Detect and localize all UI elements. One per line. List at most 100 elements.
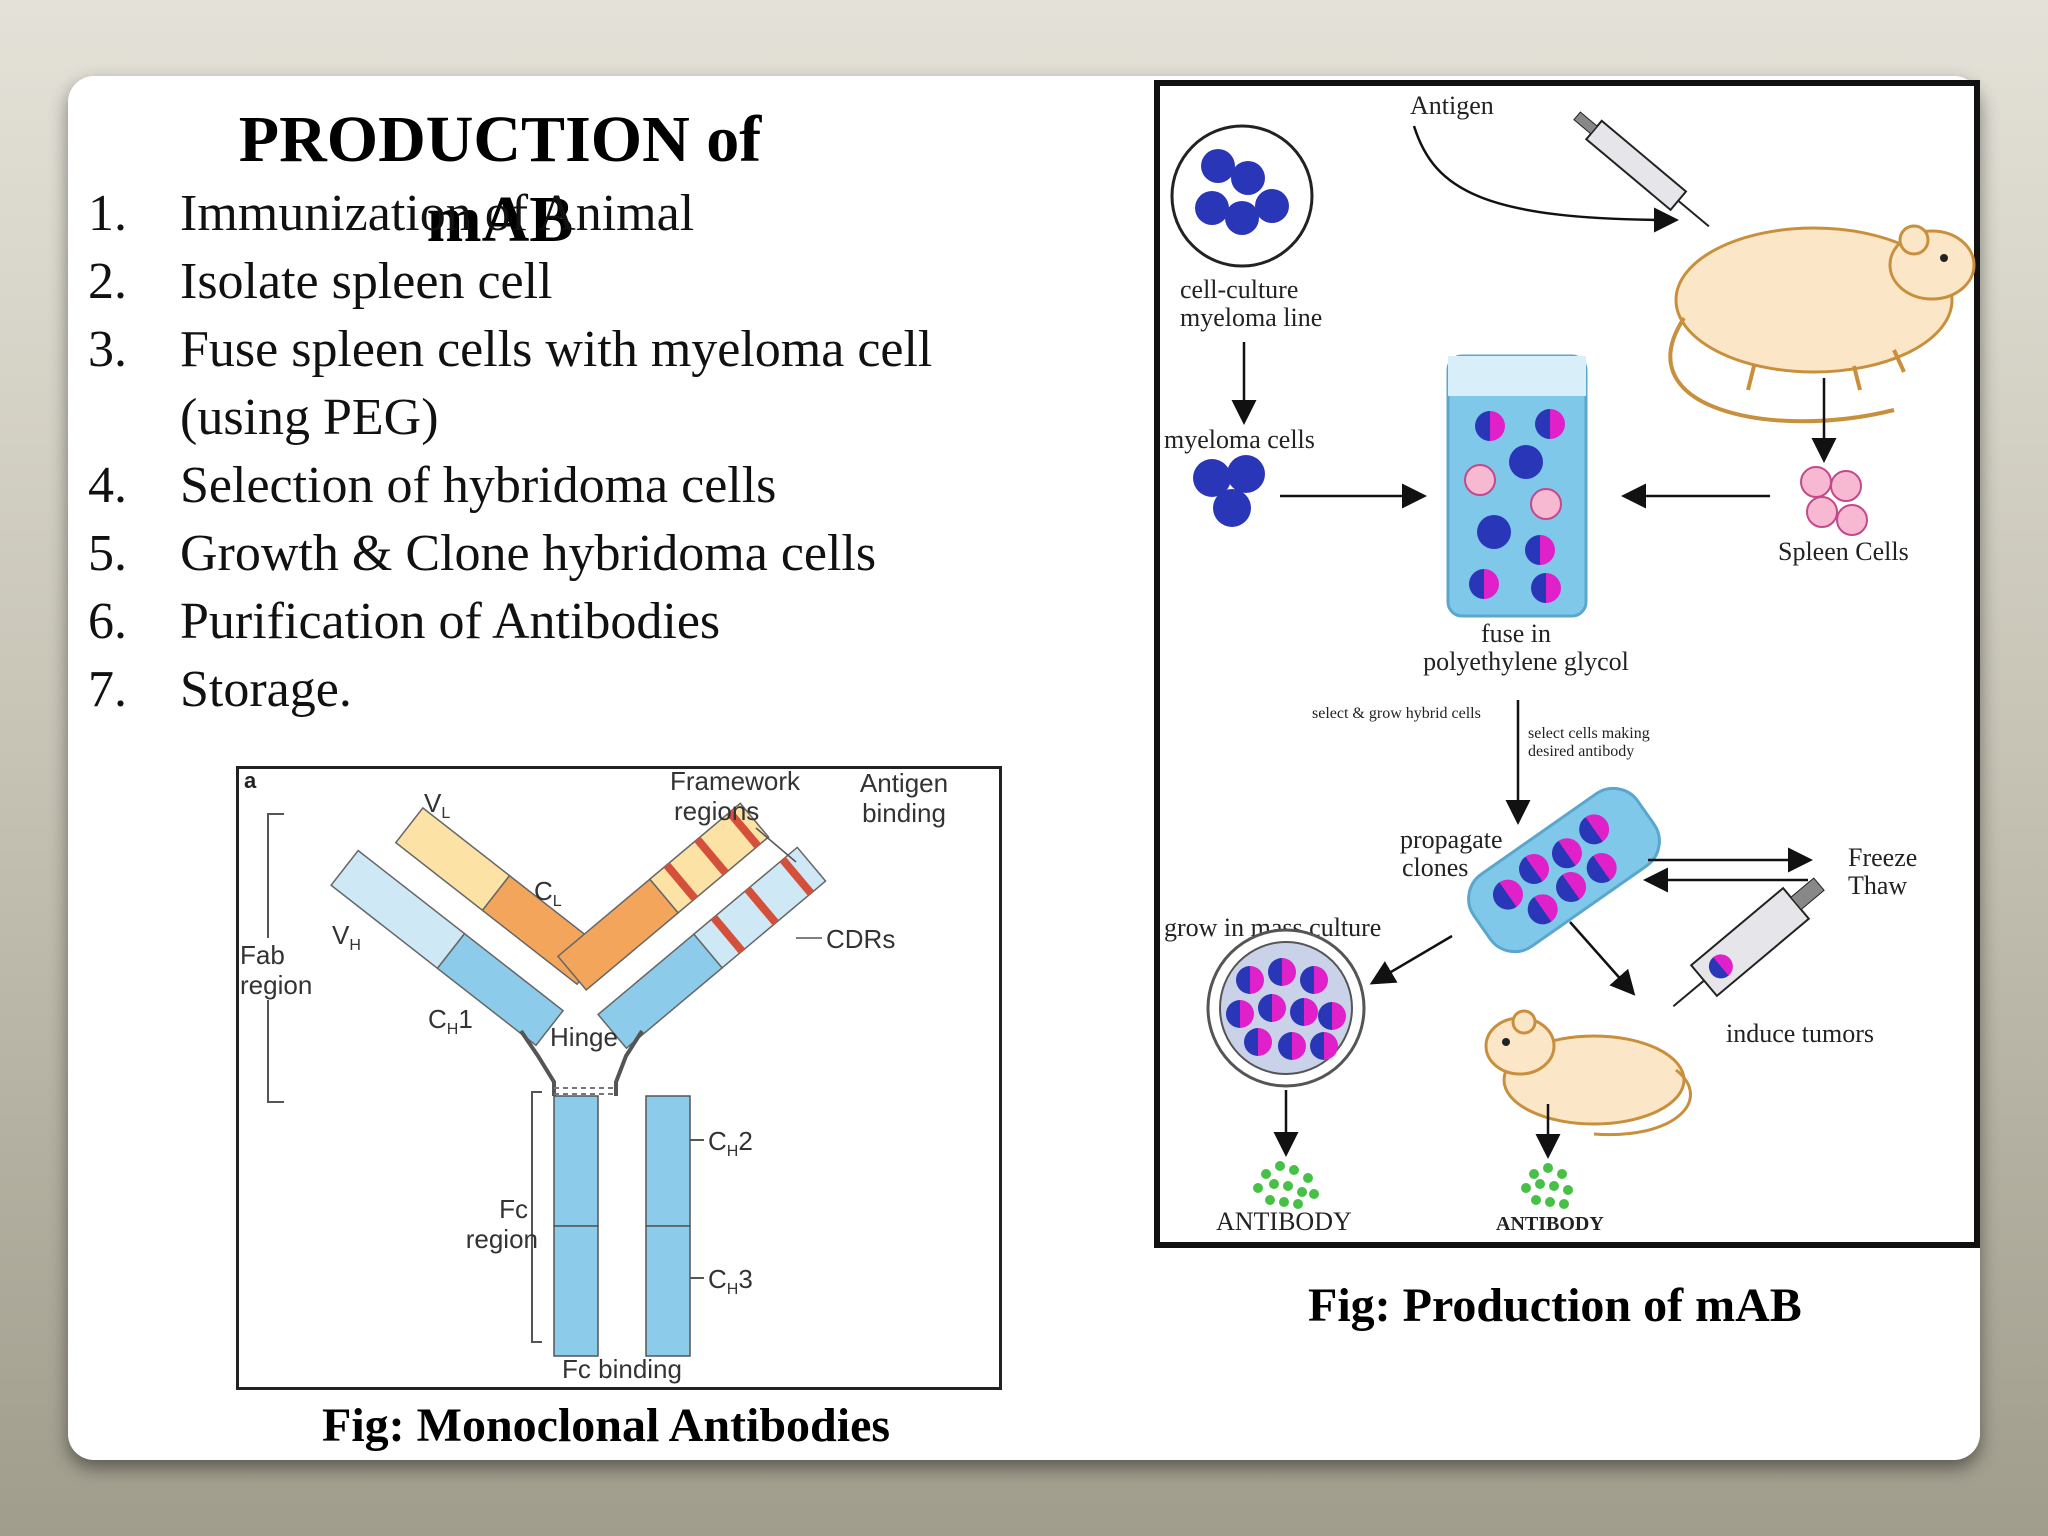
arrow-to-mass-culture	[1369, 934, 1453, 985]
hinge-label: Hinge	[550, 1022, 618, 1052]
fc-region-label-1: Fc	[499, 1194, 528, 1224]
second-syringe-icon	[1672, 877, 1825, 1008]
spleen-cells-label: Spleen Cells	[1778, 537, 1909, 566]
cdr-band	[710, 914, 746, 954]
antigen-binding-label-1: Antigen	[860, 768, 948, 798]
myeloma-culture-dish	[1170, 124, 1314, 268]
freeze-label: Freeze	[1848, 843, 1917, 872]
step-number: 3.	[88, 321, 127, 378]
left-heavy-chain	[330, 849, 565, 1047]
myeloma-cell	[1227, 455, 1265, 493]
fuse-label-1: fuse in	[1481, 619, 1551, 648]
mouse-icon	[1668, 224, 1976, 424]
fab-region-label-1: Fab	[240, 940, 285, 970]
select-desired-label-2: desired antibody	[1528, 743, 1634, 760]
production-figure-caption: Fig: Production of mAB	[1308, 1279, 1802, 1332]
steps-list: 1. Immunization of Animal 2. Isolate splee…	[88, 180, 932, 724]
page-title: PRODUCTION of mAB	[238, 103, 762, 256]
ch1-domain	[436, 932, 565, 1047]
induce-tumors-label: induce tumors	[1726, 1019, 1874, 1048]
myeloma-cell	[1225, 201, 1259, 235]
propagate-label-2: clones	[1402, 853, 1468, 882]
cdrs-label: CDRs	[826, 924, 895, 954]
step-text: Purification of Antibodies	[180, 593, 721, 650]
ch2-domain-left	[553, 1095, 599, 1227]
spleen-cell	[1830, 470, 1862, 502]
step-text: (using PEG)	[180, 389, 439, 446]
vl-label: VL	[424, 788, 450, 822]
mass-culture-dish	[1206, 928, 1366, 1088]
antibody-cluster-right	[1521, 1163, 1573, 1209]
fc-bracket	[531, 1091, 542, 1343]
myeloma-cell	[1255, 189, 1289, 223]
syringe-icon	[1573, 111, 1710, 228]
cell-culture-label-1: cell-culture	[1180, 275, 1298, 304]
right-heavy-chain	[597, 846, 827, 1050]
panel-letter: a	[244, 768, 257, 793]
step-number: 4.	[88, 457, 127, 514]
cdr-band	[726, 809, 761, 849]
second-mouse-icon	[1484, 1009, 1692, 1137]
cdr-band	[779, 857, 815, 896]
select-grow-label: select & grow hybrid cells	[1312, 705, 1481, 722]
antigen-binding-label-2: binding	[862, 798, 946, 828]
framework-label-1: Framework	[670, 766, 801, 796]
fc-binding-label: Fc binding	[562, 1354, 682, 1384]
step-number: 2.	[88, 253, 127, 310]
production-process-figure: cell-culture myeloma line myeloma cells …	[1154, 80, 1980, 1248]
arrow-antigen-to-syringe	[1412, 125, 1679, 233]
myeloma-cell	[1193, 459, 1231, 497]
ch1-label: CH1	[428, 1004, 473, 1038]
list-item: 3. Fuse spleen cells with myeloma cell	[88, 316, 932, 384]
list-item-continuation: (using PEG)	[88, 384, 932, 452]
step-number: 1.	[88, 185, 127, 242]
step-text: Isolate spleen cell	[180, 253, 553, 310]
fab-region-label-2: region	[240, 970, 312, 1000]
step-text: Fuse spleen cells with myeloma cell	[180, 321, 933, 378]
antibody-structure-figure: a Fab region Hinge Fc region Fc	[236, 766, 1002, 1390]
fab-bracket-gap	[244, 938, 310, 1000]
ch2-domain-right	[645, 1095, 691, 1227]
list-item: 4. Selection of hybridoma cells	[88, 452, 932, 520]
cdr-band	[663, 862, 699, 902]
list-item: 7. Storage.	[88, 656, 932, 724]
framework-label-2: regions	[674, 796, 759, 826]
fc-region-label-2: region	[466, 1224, 538, 1254]
thaw-label: Thaw	[1848, 871, 1907, 900]
cl-label: CL	[534, 876, 562, 910]
antigen-label: Antigen	[1410, 91, 1494, 120]
list-item: 6. Purification of Antibodies	[88, 588, 932, 656]
myeloma-cell	[1195, 191, 1229, 225]
ch3-label: CH3	[708, 1264, 753, 1298]
step-text: Growth & Clone hybridoma cells	[180, 525, 877, 582]
arrow-to-second-mouse	[1569, 921, 1636, 996]
myeloma-cell	[1231, 161, 1265, 195]
step-number: 7.	[88, 661, 127, 718]
cdr-band	[744, 886, 779, 926]
vh-label: VH	[332, 920, 361, 954]
select-desired-label-1: select cells making	[1528, 725, 1650, 742]
antibody-label-left: ANTIBODY	[1216, 1207, 1352, 1236]
step-text: Immunization of Animal	[180, 185, 695, 242]
right-light-chain	[556, 802, 770, 992]
ch3-domain-right	[645, 1225, 691, 1357]
spleen-cell	[1836, 504, 1868, 536]
cell-culture-label-2: myeloma line	[1180, 303, 1322, 332]
spleen-cell	[1800, 466, 1832, 498]
myeloma-cell	[1213, 489, 1251, 527]
ch3-domain-left	[553, 1225, 599, 1357]
clone-tube	[1467, 786, 1661, 954]
ch2-label: CH2	[708, 1126, 753, 1160]
list-item: 2. Isolate spleen cell	[88, 248, 932, 316]
spleen-cell	[1806, 496, 1838, 528]
framework-leader	[755, 827, 797, 863]
antibody-cluster-left	[1253, 1161, 1319, 1209]
right-hinge-linker	[614, 1029, 644, 1096]
fuse-label-2: polyethylene glycol	[1423, 647, 1629, 676]
step-text: Selection of hybridoma cells	[180, 457, 777, 514]
step-number: 6.	[88, 593, 127, 650]
step-text: Storage.	[180, 661, 352, 718]
cdr-band	[694, 836, 729, 876]
antibody-figure-caption: Fig: Monoclonal Antibodies	[322, 1399, 891, 1452]
myeloma-cell	[1201, 149, 1235, 183]
